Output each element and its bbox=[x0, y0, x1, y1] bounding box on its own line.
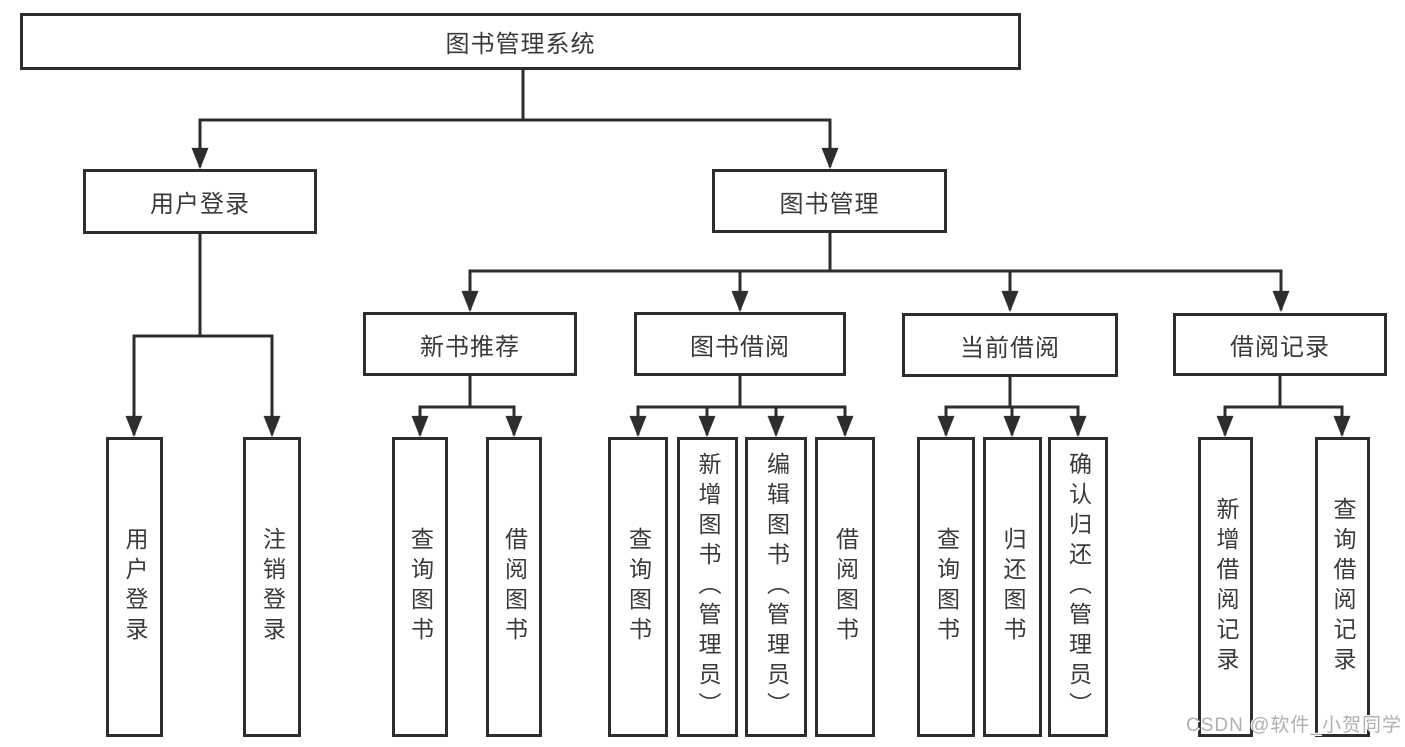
leaf-edit-books-admin-label: 编辑图书（管理员） bbox=[763, 452, 790, 722]
leaf-borrow-books: 借阅图书 bbox=[815, 437, 875, 737]
leaf-add-books-admin-label: 新增图书（管理员） bbox=[695, 452, 721, 722]
leaf-user-login-label: 用户登录 bbox=[122, 527, 148, 647]
leaf-query-books-current-label: 查询图书 bbox=[933, 527, 960, 647]
node-current-borrow: 当前借阅 bbox=[902, 313, 1118, 377]
leaf-add-borrow-record-label: 新增借阅记录 bbox=[1213, 497, 1239, 677]
leaf-logout-label: 注销登录 bbox=[259, 527, 286, 647]
leaf-borrow-books-recommend-label: 借阅图书 bbox=[501, 527, 528, 647]
node-book-borrow: 图书借阅 bbox=[634, 312, 846, 376]
leaf-add-borrow-record: 新增借阅记录 bbox=[1198, 437, 1253, 737]
leaf-query-books-borrow: 查询图书 bbox=[608, 437, 668, 737]
leaf-query-books-borrow-label: 查询图书 bbox=[625, 527, 652, 647]
node-new-book-recommend-label: 新书推荐 bbox=[420, 333, 520, 361]
node-borrow-records: 借阅记录 bbox=[1173, 313, 1387, 376]
leaf-borrow-books-label: 借阅图书 bbox=[832, 527, 859, 647]
leaf-confirm-return-admin-label: 确认归还（管理员） bbox=[1065, 452, 1092, 722]
leaf-user-login: 用户登录 bbox=[106, 437, 163, 737]
leaf-edit-books-admin: 编辑图书（管理员） bbox=[745, 437, 807, 737]
leaf-query-books-current: 查询图书 bbox=[917, 437, 975, 737]
leaf-query-books-recommend: 查询图书 bbox=[392, 437, 448, 737]
root-node-label: 图书管理系统 bbox=[445, 31, 596, 58]
leaf-query-borrow-record-label: 查询借阅记录 bbox=[1330, 497, 1356, 677]
node-book-borrow-label: 图书借阅 bbox=[690, 333, 790, 361]
node-user-login: 用户登录 bbox=[83, 169, 317, 234]
leaf-return-books-label: 归还图书 bbox=[1000, 527, 1026, 647]
leaf-logout: 注销登录 bbox=[243, 437, 301, 737]
watermark: CSDN @软件_小贺同学 bbox=[1186, 715, 1402, 736]
node-book-management: 图书管理 bbox=[712, 169, 947, 233]
node-new-book-recommend: 新书推荐 bbox=[363, 312, 577, 376]
node-book-management-label: 图书管理 bbox=[779, 190, 880, 218]
leaf-query-books-recommend-label: 查询图书 bbox=[407, 527, 434, 647]
leaf-add-books-admin: 新增图书（管理员） bbox=[677, 437, 738, 737]
leaf-return-books: 归还图书 bbox=[983, 437, 1042, 737]
node-current-borrow-label: 当前借阅 bbox=[960, 334, 1060, 362]
leaf-confirm-return-admin: 确认归还（管理员） bbox=[1048, 437, 1108, 737]
leaf-borrow-books-recommend: 借阅图书 bbox=[486, 437, 542, 737]
root-node: 图书管理系统 bbox=[20, 13, 1021, 70]
node-user-login-label: 用户登录 bbox=[150, 191, 250, 218]
node-borrow-records-label: 借阅记录 bbox=[1230, 334, 1330, 361]
leaf-query-borrow-record: 查询借阅记录 bbox=[1315, 437, 1370, 737]
